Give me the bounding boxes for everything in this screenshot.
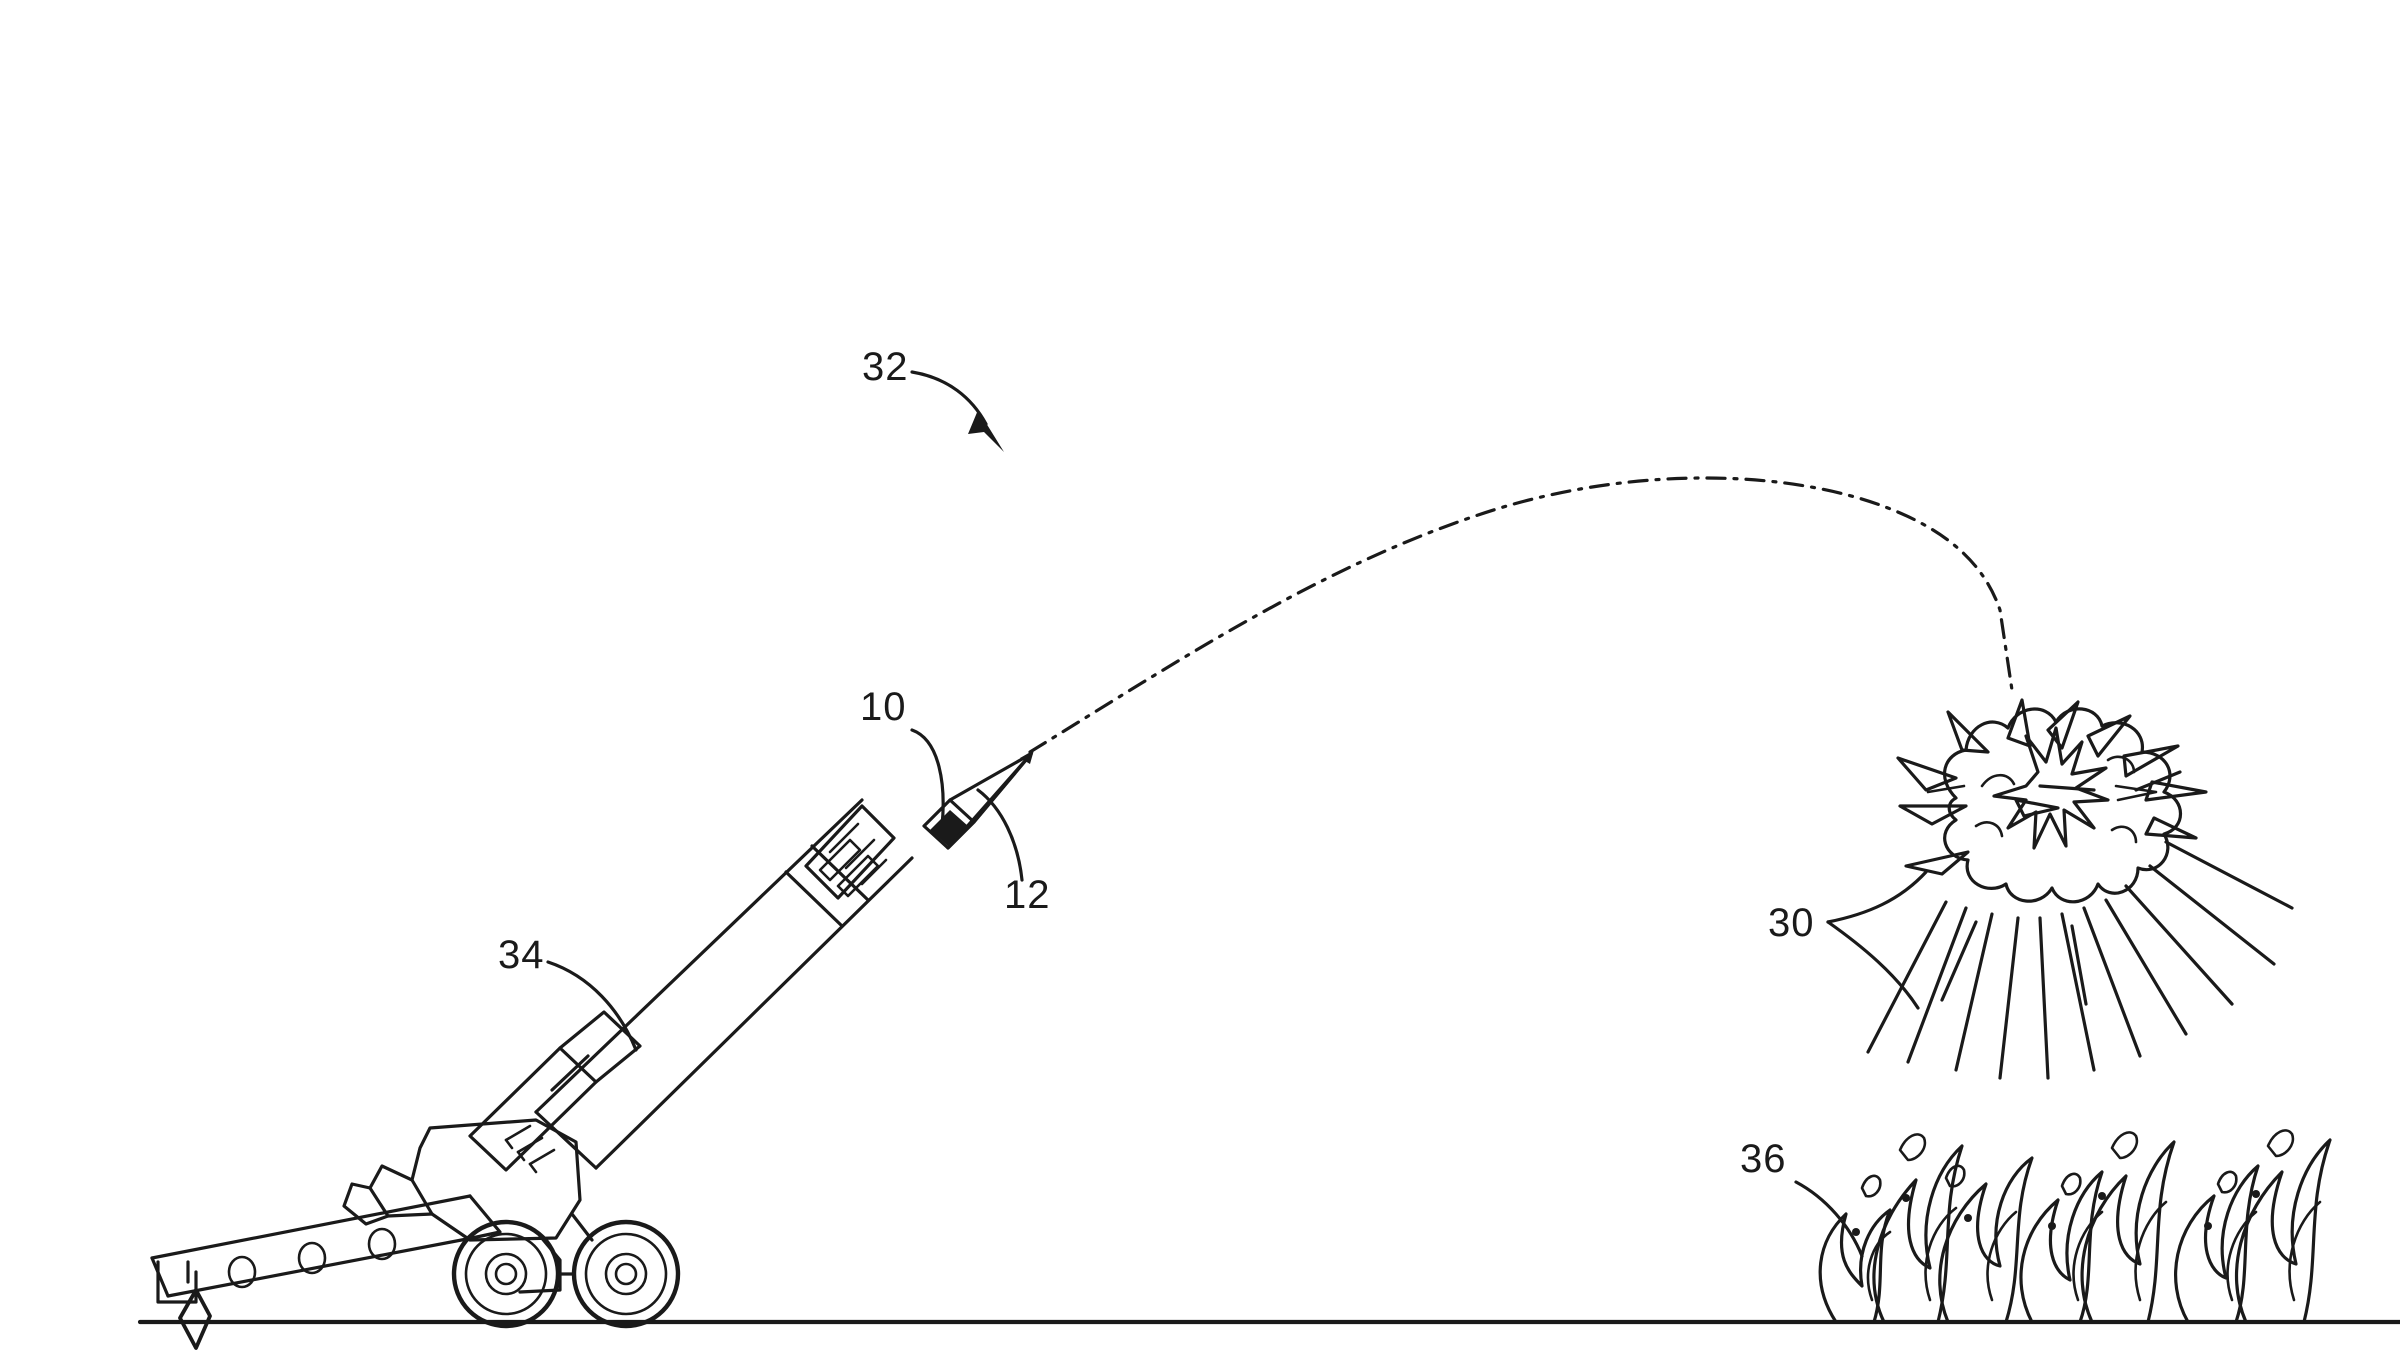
ref-numeral-36: 36: [1740, 1137, 1787, 1181]
flame-cluster-3: [2174, 1129, 2332, 1324]
projectile: [922, 750, 1034, 850]
ref-numeral-10: 10: [860, 685, 907, 729]
ground-fire: [1818, 1129, 2332, 1324]
launcher-assembly: [150, 798, 914, 1350]
ref-numeral-34: 34: [498, 933, 545, 977]
ref-36-leader: [1794, 1180, 1864, 1258]
launcher-wheels: [451, 1212, 681, 1329]
trajectory-path: [1028, 476, 2014, 754]
muzzle-brake: [804, 804, 896, 900]
ref-numeral-30: 30: [1768, 901, 1815, 945]
launcher-trail: [150, 1194, 502, 1350]
ref-10-leader: [910, 728, 945, 828]
explosion-burst: [1866, 698, 2294, 1080]
ref-numeral-12: 12: [1004, 873, 1051, 917]
ref-numeral-32: 32: [862, 345, 909, 389]
ref-32-leader: [910, 370, 1004, 452]
flame-cluster-1: [1818, 1133, 2034, 1324]
explosion-cloud: [1926, 707, 2182, 904]
explosion-rays: [1866, 698, 2294, 1080]
launcher-barrel: [534, 798, 914, 1170]
ref-34-leader: [546, 960, 638, 1052]
flame-cluster-2: [2019, 1131, 2176, 1324]
ref-12-leader: [976, 788, 1024, 882]
ref-30-leader: [1826, 870, 1928, 1010]
